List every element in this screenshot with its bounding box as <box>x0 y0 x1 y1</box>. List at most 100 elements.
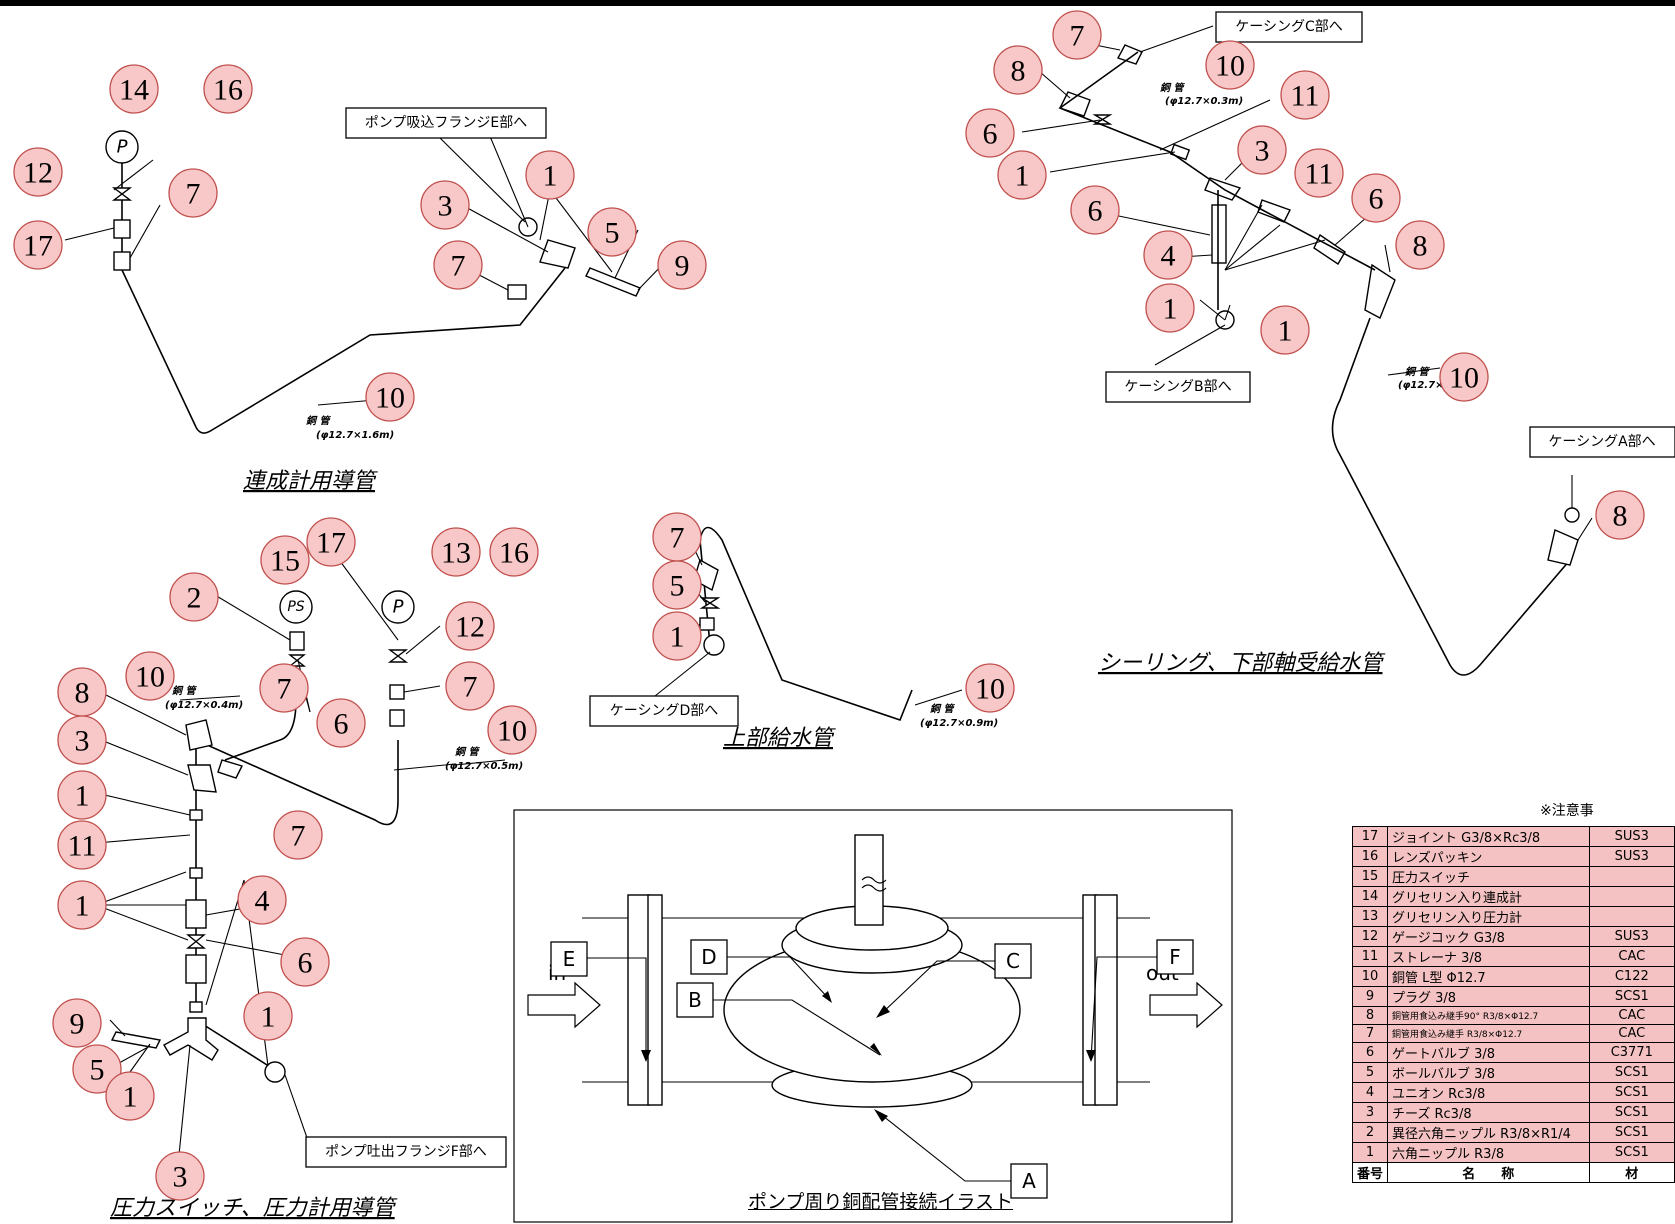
svg-text:7: 7 <box>277 673 292 706</box>
parts-cell-name: ゲージコック G3/8 <box>1387 926 1590 947</box>
joint-icon <box>113 219 131 239</box>
part-bubble: 7 <box>259 663 309 713</box>
part-bubble: 1 <box>105 1071 155 1121</box>
label-box-b: B <box>676 982 882 1056</box>
parts-cell-name: ジョイント G3/8×Rc3/8 <box>1387 826 1590 847</box>
part-bubble: 17 <box>13 220 63 270</box>
svg-text:8: 8 <box>1011 55 1026 88</box>
svg-text:10: 10 <box>497 715 527 748</box>
part-bubble: 1 <box>1145 283 1195 333</box>
svg-text:1: 1 <box>670 621 685 654</box>
svg-text:1: 1 <box>75 890 90 923</box>
callouts: ポンプ吸込フランジE部へ ケーシングC部へ ケーシングB部へ ケーシングA部へ … <box>305 11 1675 1168</box>
callout-casing-a: ケーシングA部へ <box>1529 426 1675 458</box>
pressure-gauge-icon <box>381 590 415 624</box>
pipe-note-label: 銅 管 <box>455 746 480 758</box>
svg-text:9: 9 <box>70 1008 85 1041</box>
svg-text:6: 6 <box>983 118 998 151</box>
callout-suction-e: ポンプ吸込フランジE部へ <box>345 107 547 223</box>
fitting-icon <box>217 759 243 779</box>
parts-cell-mat: SCS1 <box>1588 986 1675 1007</box>
ball-valve-icon <box>699 597 721 609</box>
parts-cell-mat: SUS3 <box>1588 826 1675 847</box>
svg-text:11: 11 <box>1291 80 1320 113</box>
parts-cell-mat: SCS1 <box>1588 1142 1675 1163</box>
part-bubble: 11 <box>1280 70 1330 120</box>
title-compound-gauge: 連成計用導管 <box>243 469 378 494</box>
fitting-icon <box>1547 529 1579 566</box>
part-bubble: 16 <box>489 527 539 577</box>
part-bubble: 4 <box>1143 230 1193 280</box>
union-icon <box>185 899 207 929</box>
tee-icon <box>187 764 217 793</box>
parts-cell-no: 15 <box>1351 866 1389 887</box>
part-bubble: 1 <box>652 611 702 661</box>
label-box-f: F <box>1086 939 1194 1062</box>
svg-text:7: 7 <box>1070 20 1085 53</box>
part-bubble: 6 <box>1351 173 1401 223</box>
part-bubble: 15 <box>260 535 310 585</box>
parts-cell-name: 銅管用食込み継手90° R3/8×Φ12.7 <box>1387 1006 1590 1025</box>
section-titles: 連成計用導管 シーリング、下部軸受給水管 上部給水管 圧力スイッチ、圧力計用導管 <box>110 469 1385 1221</box>
nipple-icon <box>189 809 203 821</box>
part-bubble: 1 <box>243 991 293 1041</box>
tee-icon <box>163 1017 219 1061</box>
part-bubble: 7 <box>168 168 218 218</box>
svg-text:7: 7 <box>186 178 201 211</box>
parts-cell-no: 2 <box>1351 1122 1389 1143</box>
svg-text:8: 8 <box>1413 230 1428 263</box>
p-symbol: P <box>393 597 404 618</box>
parts-header-cell: 名 称 <box>1387 1162 1590 1183</box>
svg-text:C: C <box>1006 949 1020 973</box>
part-bubble: 1 <box>997 150 1047 200</box>
pipe-note-label: 銅 管 <box>306 415 331 427</box>
part-bubble: 8 <box>1395 220 1445 270</box>
svg-text:1: 1 <box>543 160 558 193</box>
label-box-c: C <box>876 943 1032 1018</box>
fitting-icon <box>1116 44 1143 65</box>
part-bubble: 5 <box>587 207 637 257</box>
svg-text:15: 15 <box>270 545 300 578</box>
svg-text:1: 1 <box>1015 160 1030 193</box>
svg-text:6: 6 <box>1369 183 1384 216</box>
gate-valve-icon <box>287 654 307 667</box>
parts-cell-no: 4 <box>1351 1082 1389 1103</box>
nipple-icon <box>189 867 203 879</box>
svg-text:4: 4 <box>255 885 270 918</box>
part-bubble: 7 <box>433 240 483 290</box>
callout-discharge-f: ポンプ吐出フランジF部へ <box>305 1136 507 1168</box>
callout-casing-c: ケーシングC部へ <box>1215 11 1363 43</box>
svg-text:14: 14 <box>119 74 149 107</box>
svg-text:16: 16 <box>213 74 243 107</box>
svg-text:3: 3 <box>75 725 90 758</box>
svg-text:12: 12 <box>23 157 53 190</box>
pipe-note-size: (φ12.7×1.1m) <box>1398 380 1476 391</box>
svg-text:10: 10 <box>1215 50 1245 83</box>
part-bubble: 10 <box>1205 40 1255 90</box>
svg-text:ポンプ吸込フランジE部へ: ポンプ吸込フランジE部へ <box>365 115 527 131</box>
svg-text:3: 3 <box>438 190 453 223</box>
parts-cell-mat: CAC <box>1588 1024 1675 1043</box>
part-bubble: 3 <box>155 1151 205 1201</box>
pipe-note-size: (φ12.7×0.9m) <box>920 718 998 729</box>
svg-text:F: F <box>1169 945 1181 969</box>
svg-text:3: 3 <box>173 1161 188 1194</box>
svg-text:11: 11 <box>1305 158 1334 191</box>
part-bubble: 7 <box>1052 10 1102 60</box>
pipe-note-size: (φ12.7×0.3m) <box>1165 96 1243 107</box>
title-upper-water: 上部給水管 <box>723 726 836 751</box>
pipe-note-size: (φ12.7×0.4m) <box>165 700 243 711</box>
parts-cell-name: 銅管 L型 Φ12.7 <box>1387 966 1590 987</box>
pressure-switch-icon <box>279 590 313 624</box>
